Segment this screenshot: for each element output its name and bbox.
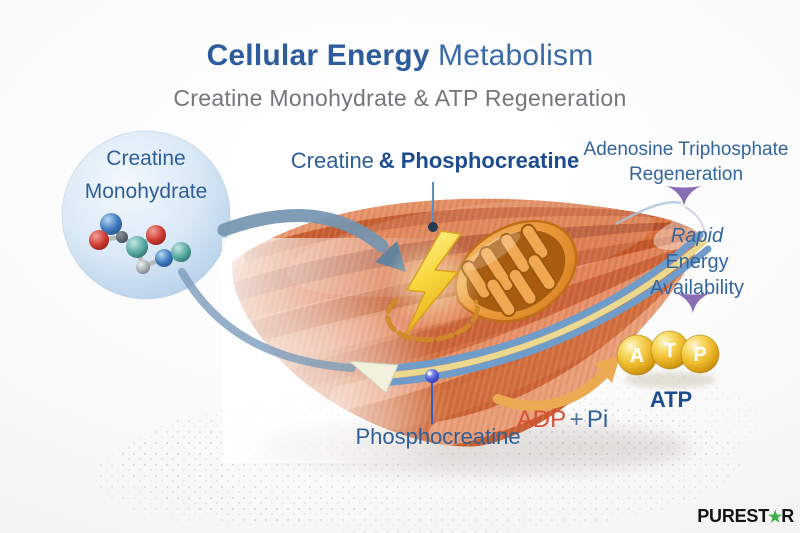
pi-text: Pi (586, 406, 609, 433)
connector-curve-top (615, 201, 682, 226)
bubble-line2: Monohydrate (84, 180, 208, 203)
down-chevron-icon (667, 186, 701, 206)
title-regular: Metabolism (438, 39, 594, 72)
creatine-molecule-icon (89, 213, 191, 274)
muscle-label-regular: Creatine (290, 148, 374, 173)
adp-pi-label: ADP+Pi (480, 406, 645, 435)
muscle-label-bold: & Phosphocreatine (378, 148, 580, 173)
atp-sphere-letter: A (630, 345, 644, 367)
lightning-bolt-icon (404, 230, 462, 337)
rapid-line2: Energy (665, 251, 729, 273)
atp-sphere-letter: P (693, 344, 706, 366)
atp-caption: ATP (649, 387, 693, 412)
phosphocreatine-pin (425, 369, 439, 424)
logo-prefix: PUREST (697, 506, 770, 526)
plus-sign: + (569, 406, 584, 433)
page-subtitle: Creatine Monohydrate & ATP Regeneration (173, 85, 627, 111)
atp-sphere-letter: T (664, 340, 676, 362)
title-bold: Cellular Energy (206, 39, 430, 72)
regen-line2: Regeneration (628, 164, 744, 185)
muscle-bottom-glow (190, 290, 450, 533)
creatine-phosphocreatine-label: Creatine& Phosphocreatine (280, 148, 590, 174)
rapid-energy-label: Rapid Energy Availability (637, 223, 757, 301)
purestar-logo: PUREST★R (697, 506, 794, 527)
down-chevron-icon (676, 293, 710, 313)
adp-text: ADP (516, 406, 567, 433)
tendon-highlight (653, 213, 723, 251)
star-icon: ★ (768, 509, 783, 526)
cycle-arc-icon (385, 297, 480, 343)
logo-suffix: R (781, 506, 794, 526)
recycle-loop-curve (178, 268, 356, 372)
adp-to-atp-arrow (493, 356, 620, 411)
creatine-phosphocreatine-pin (428, 182, 438, 232)
rapid-line3: Availability (649, 277, 745, 299)
rapid-line1: Rapid (670, 225, 724, 247)
connector-curve-mid (684, 206, 707, 239)
phosphocreatine-label: Phosphocreatine (355, 424, 521, 449)
creatine-bubble-label: Creatine Monohydrate (61, 142, 231, 208)
bubble-line1: Creatine (106, 147, 186, 170)
atp-spheres-icon: A T P (616, 330, 720, 388)
band-arrowhead (347, 360, 399, 394)
atp-regeneration-label: Adenosine Triphosphate Regeneration (570, 137, 800, 187)
mitochondria-icon (454, 219, 578, 323)
regen-line1: Adenosine Triphosphate (583, 139, 789, 160)
